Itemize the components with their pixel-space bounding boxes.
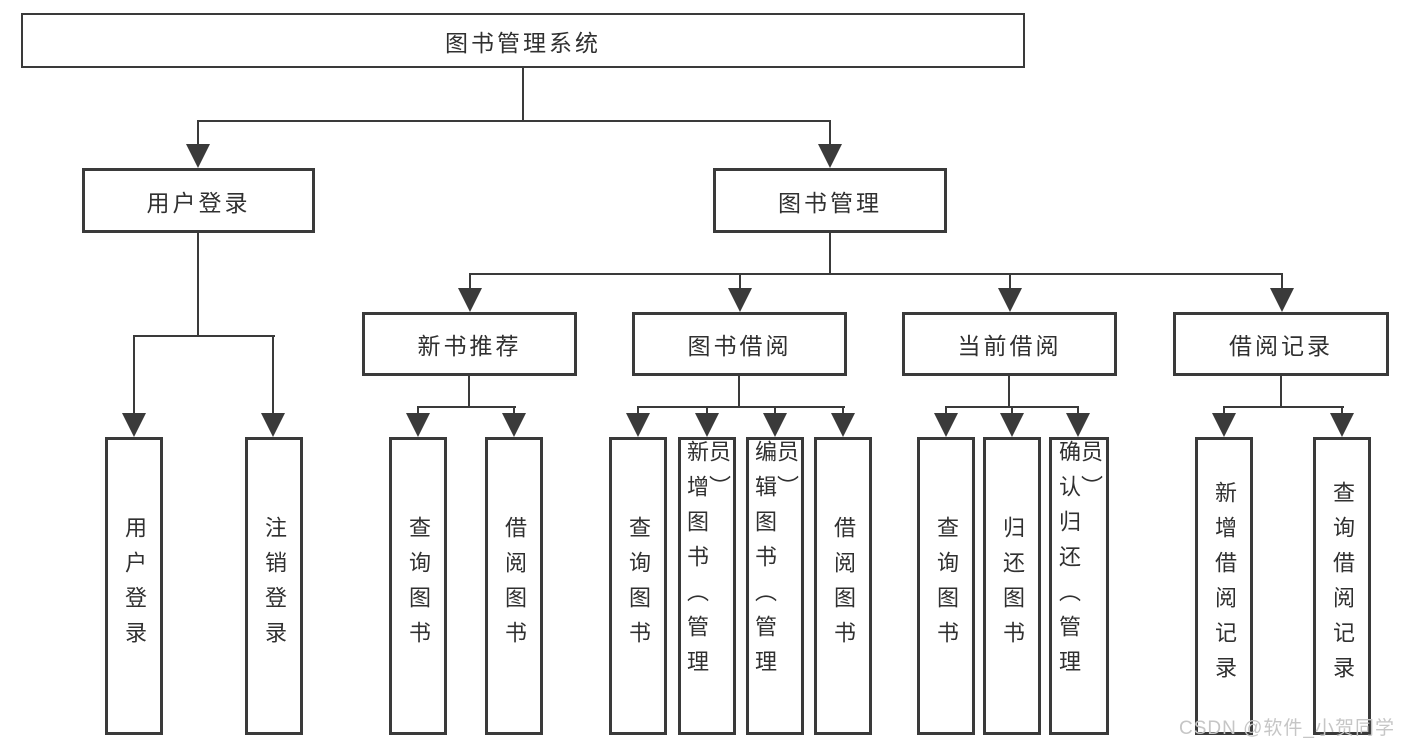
connector-line — [1008, 376, 1010, 406]
arrow-head — [626, 413, 650, 437]
connector-line — [945, 406, 947, 413]
arrow-head — [831, 413, 855, 437]
connector-line — [1223, 406, 1225, 413]
arrow-head — [458, 288, 482, 312]
connector-line — [197, 120, 831, 122]
node-user-login: 用户登录 — [82, 168, 315, 233]
connector-line — [1280, 376, 1282, 406]
connector-line — [637, 406, 639, 413]
connector-line — [1077, 406, 1079, 413]
connector-line — [738, 376, 740, 406]
csdn-watermark: CSDN @软件_小贺同学 — [1179, 718, 1395, 739]
node-book-borrowing: 图书借阅 — [632, 312, 847, 376]
arrow-head — [186, 144, 210, 168]
connector-line — [197, 120, 199, 144]
leaf-borrow-borrow-books: 借阅图书 — [814, 437, 872, 735]
connector-line — [133, 335, 275, 337]
leaf-borrow-query-books: 查询图书 — [609, 437, 667, 735]
arrow-head — [1212, 413, 1236, 437]
arrow-head — [261, 413, 285, 437]
node-current-borrowing: 当前借阅 — [902, 312, 1117, 376]
arrow-head — [1000, 413, 1024, 437]
leaf-logout: 注销登录 — [245, 437, 303, 735]
connector-line — [1009, 273, 1011, 288]
connector-line — [468, 376, 470, 406]
connector-line — [829, 120, 831, 144]
leaf-newbook-borrow-books: 借阅图书 — [485, 437, 543, 735]
arrow-head — [1330, 413, 1354, 437]
arrow-head — [1066, 413, 1090, 437]
connector-line — [469, 273, 471, 288]
connector-line — [133, 335, 135, 413]
connector-line — [1011, 406, 1013, 413]
connector-line — [637, 406, 845, 408]
connector-line — [513, 406, 515, 413]
leaf-records-query-record: 查询借阅记录 — [1313, 437, 1371, 735]
connector-line — [522, 68, 524, 120]
connector-line — [774, 406, 776, 413]
node-new-book-recommend: 新书推荐 — [362, 312, 577, 376]
connector-line — [417, 406, 419, 413]
connector-line — [272, 335, 274, 413]
arrow-head — [406, 413, 430, 437]
leaf-borrow-add-books-admin: 新增图书（管理员） — [678, 437, 736, 735]
leaf-current-return-books: 归还图书 — [983, 437, 1041, 735]
leaf-user-login: 用户登录 — [105, 437, 163, 735]
leaf-newbook-query-books: 查询图书 — [389, 437, 447, 735]
arrow-head — [998, 288, 1022, 312]
arrow-head — [934, 413, 958, 437]
node-book-management: 图书管理 — [713, 168, 947, 233]
leaf-borrow-edit-books-admin: 编辑图书（管理员） — [746, 437, 804, 735]
connector-line — [739, 273, 741, 288]
connector-line — [842, 406, 844, 413]
connector-line — [1341, 406, 1343, 413]
connector-line — [1223, 406, 1344, 408]
arrow-head — [1270, 288, 1294, 312]
connector-line — [829, 233, 831, 273]
connector-line — [706, 406, 708, 413]
connector-line — [417, 406, 516, 408]
connector-line — [469, 273, 1283, 275]
node-borrowing-records: 借阅记录 — [1173, 312, 1389, 376]
arrow-head — [122, 413, 146, 437]
node-library-management-system: 图书管理系统 — [21, 13, 1025, 68]
leaf-current-confirm-return-admin: 确认归还（管理员） — [1049, 437, 1109, 735]
arrow-head — [695, 413, 719, 437]
arrow-head — [763, 413, 787, 437]
arrow-head — [728, 288, 752, 312]
arrow-head — [818, 144, 842, 168]
leaf-current-query-books: 查询图书 — [917, 437, 975, 735]
connector-line — [197, 233, 199, 335]
connector-line — [1281, 273, 1283, 288]
arrow-head — [502, 413, 526, 437]
leaf-records-add-record: 新增借阅记录 — [1195, 437, 1253, 735]
